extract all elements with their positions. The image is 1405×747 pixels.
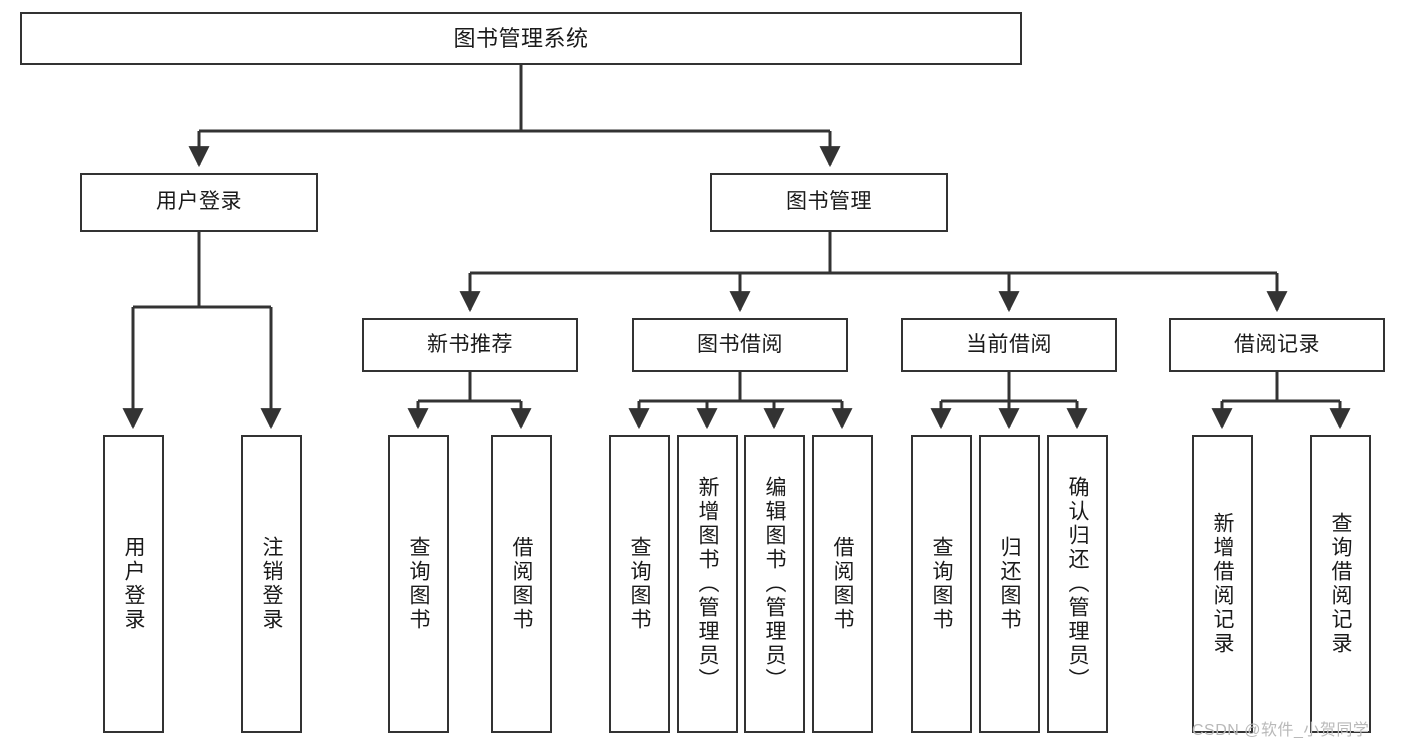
node-label: 图书管理系统 (453, 25, 589, 51)
node-leaf-query-book-2[interactable]: 查询图书 (609, 435, 670, 733)
node-leaf-query-record[interactable]: 查询借阅记录 (1310, 435, 1371, 733)
node-label: 图书借阅 (697, 332, 783, 356)
watermark-text: CSDN @软件_小贺同学 (1192, 722, 1370, 739)
node-leaf-edit-book[interactable]: 编辑图书（管理员） (744, 435, 805, 733)
node-label: 新书推荐 (427, 332, 513, 356)
node-label: 用户登录 (156, 190, 242, 214)
node-leaf-confirm-return[interactable]: 确认归还（管理员） (1047, 435, 1108, 733)
node-leaf-borrow-book-2[interactable]: 借阅图书 (812, 435, 873, 733)
node-user-login[interactable]: 用户登录 (80, 173, 318, 232)
node-label: 借阅图书 (831, 536, 854, 632)
node-new-book-recommend[interactable]: 新书推荐 (362, 318, 578, 372)
node-leaf-return-book[interactable]: 归还图书 (979, 435, 1040, 733)
node-leaf-add-record[interactable]: 新增借阅记录 (1192, 435, 1253, 733)
node-label: 用户登录 (122, 536, 145, 632)
node-leaf-logout-login[interactable]: 注销登录 (241, 435, 302, 733)
node-label: 查询图书 (628, 536, 651, 632)
node-label: 归还图书 (998, 536, 1021, 632)
node-current-borrow[interactable]: 当前借阅 (901, 318, 1117, 372)
node-book-manage[interactable]: 图书管理 (710, 173, 948, 232)
node-label: 注销登录 (260, 536, 283, 632)
node-label: 查询图书 (407, 536, 430, 632)
node-label: 查询借阅记录 (1329, 512, 1352, 656)
node-leaf-query-book-1[interactable]: 查询图书 (388, 435, 449, 733)
node-label: 新增借阅记录 (1211, 512, 1234, 656)
node-label: 新增图书（管理员） (696, 476, 719, 692)
node-book-borrow[interactable]: 图书借阅 (632, 318, 848, 372)
node-label: 借阅图书 (510, 536, 533, 632)
node-label: 编辑图书（管理员） (763, 476, 786, 692)
node-label: 借阅记录 (1234, 332, 1320, 356)
node-leaf-borrow-book-1[interactable]: 借阅图书 (491, 435, 552, 733)
node-label: 图书管理 (786, 190, 872, 214)
node-leaf-user-login[interactable]: 用户登录 (103, 435, 164, 733)
node-label: 查询图书 (930, 536, 953, 632)
node-borrow-record[interactable]: 借阅记录 (1169, 318, 1385, 372)
node-label: 确认归还（管理员） (1066, 476, 1089, 692)
node-leaf-add-book[interactable]: 新增图书（管理员） (677, 435, 738, 733)
node-root-system[interactable]: 图书管理系统 (20, 12, 1022, 65)
node-leaf-query-book-3[interactable]: 查询图书 (911, 435, 972, 733)
node-label: 当前借阅 (966, 332, 1052, 356)
